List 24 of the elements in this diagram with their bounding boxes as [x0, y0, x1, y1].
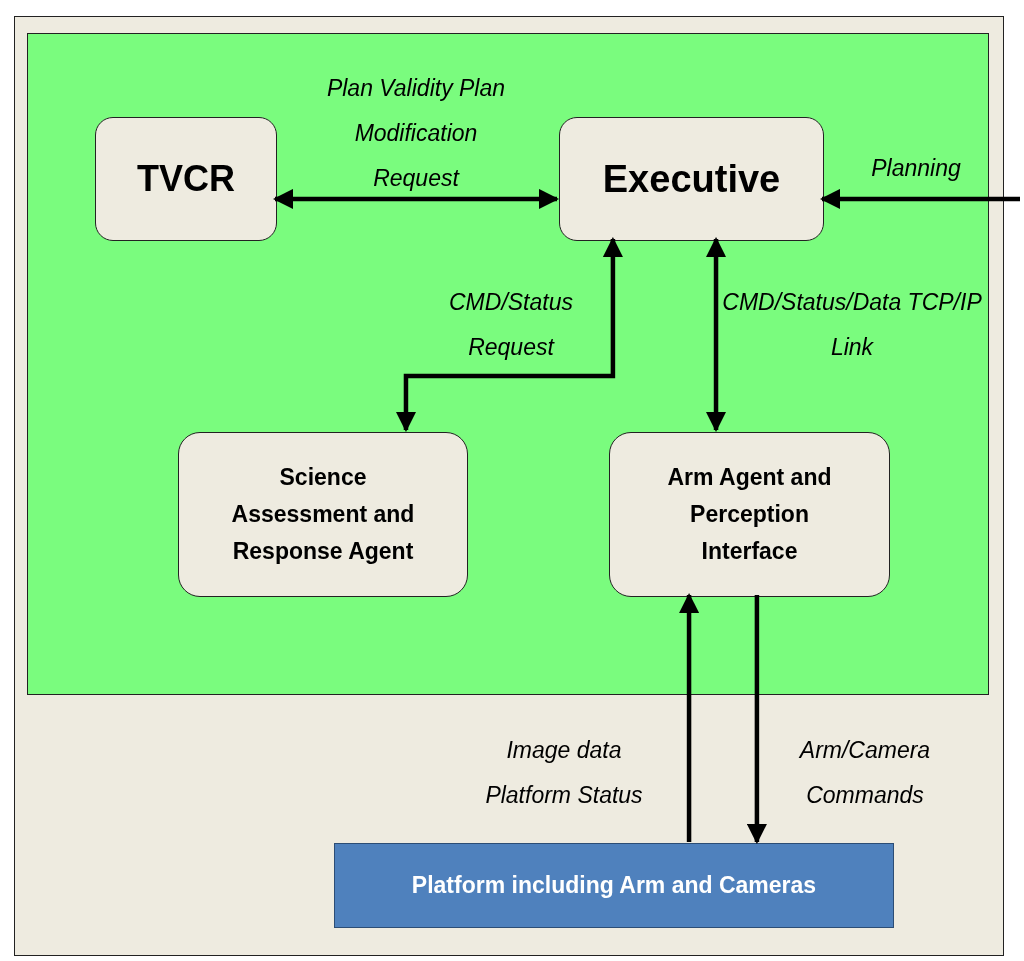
arrow — [705, 237, 727, 433]
module-box — [559, 117, 824, 241]
arrow — [273, 188, 560, 210]
arrow — [746, 595, 768, 845]
outer-panel — [14, 16, 1004, 956]
node-label: Science Assessment and Response Agent — [230, 463, 416, 566]
node-label: Arm Agent and Perception Interface — [666, 463, 833, 566]
edge-label: CMD/Status/Data TCP/IP Link — [722, 288, 982, 362]
arrow — [820, 188, 1020, 210]
module-box — [95, 117, 277, 241]
node-label: Platform including Arm and Cameras — [410, 871, 818, 901]
edge-label: Arm/Camera Commands — [798, 736, 932, 810]
edge-label: Planning — [870, 154, 962, 183]
edge-label: CMD/Status Request — [448, 288, 574, 362]
edge-label: Plan Validity Plan Modification Request — [325, 74, 507, 193]
node-label: Executive — [601, 156, 782, 202]
agent-box — [609, 432, 890, 597]
edge-label: Image data Platform Status — [484, 736, 644, 810]
arrow — [395, 237, 624, 433]
agent-box — [178, 432, 468, 597]
arrow — [678, 593, 700, 842]
platform-box — [334, 843, 894, 928]
system-panel — [27, 33, 989, 695]
node-label: TVCR — [136, 157, 236, 202]
